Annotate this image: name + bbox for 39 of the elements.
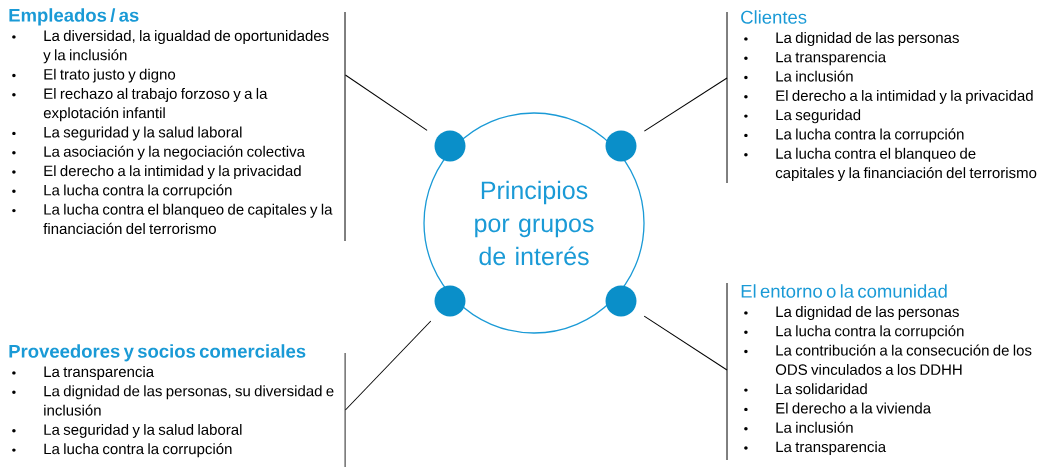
bullet-item: La transparencia — [12, 366, 155, 380]
bullet-item: El derecho a la intimidad y la privacidad — [12, 165, 301, 180]
dot — [434, 130, 466, 162]
bullet-item: La seguridad — [744, 109, 861, 124]
bullet-item: La dignidad de las personas — [744, 306, 959, 320]
bullet-item: La dignidad de las personas, su diversidad e inclusión — [12, 385, 334, 416]
dot — [605, 130, 637, 162]
bullet-item: El derecho a la intimidad y la privacidad — [744, 89, 1033, 104]
dot — [434, 285, 466, 317]
bullet-item: La lucha contra la corrupción — [12, 443, 232, 458]
bullet-item: La lucha contra la corrupción — [744, 325, 964, 340]
connector-line — [643, 315, 728, 371]
bullet-item: La inclusión — [744, 70, 853, 82]
bullet-item: El trato justo y digno — [12, 68, 176, 83]
connector-line — [643, 77, 728, 132]
bullet-item: La transparencia — [744, 51, 887, 66]
bullet-item: La inclusión — [744, 421, 853, 433]
bullet-item: La lucha contra la corrupción — [12, 184, 232, 199]
bullet-item: La lucha contra el blanqueo de capitales y la financiación del terrorismo — [744, 147, 1037, 182]
group-heading: Proveedores y socios comerciales — [9, 344, 306, 362]
group-heading: El entorno o la comunidad — [741, 284, 947, 298]
connector-line — [344, 74, 428, 131]
bullet-item: La transparencia — [744, 441, 887, 456]
bullet-item: La dignidad de las personas — [744, 32, 959, 46]
bullet-item: La solidaridad — [744, 383, 867, 395]
group-heading: Clientes — [741, 10, 807, 24]
group-heading: Empleados / as — [9, 8, 139, 26]
bullet-item: La seguridad y la salud laboral — [12, 423, 242, 438]
connector-line — [344, 320, 432, 411]
bullet-item: La diversidad, la igualdad de oportunidades y la inclusión — [12, 30, 329, 64]
dot — [605, 285, 637, 317]
circle-title: Principios por grupos de interés — [475, 180, 594, 266]
bullet-item: El rechazo al trabajo forzoso y a la explotación infantil — [12, 87, 268, 122]
bullet-item: La asociación y la negociación colectiva — [12, 145, 305, 160]
bullet-item: La lucha contra la corrupción — [744, 128, 964, 143]
bullet-item: La lucha contra el blanqueo de capitales y la financiación del terrorismo — [12, 203, 333, 235]
bullet-item: El derecho a la vivienda — [744, 402, 932, 414]
bullet-item: La seguridad y la salud laboral — [12, 126, 242, 141]
bullet-item: La contribución a la consecución de los ODS vinculados a los DDHH — [744, 344, 1032, 375]
